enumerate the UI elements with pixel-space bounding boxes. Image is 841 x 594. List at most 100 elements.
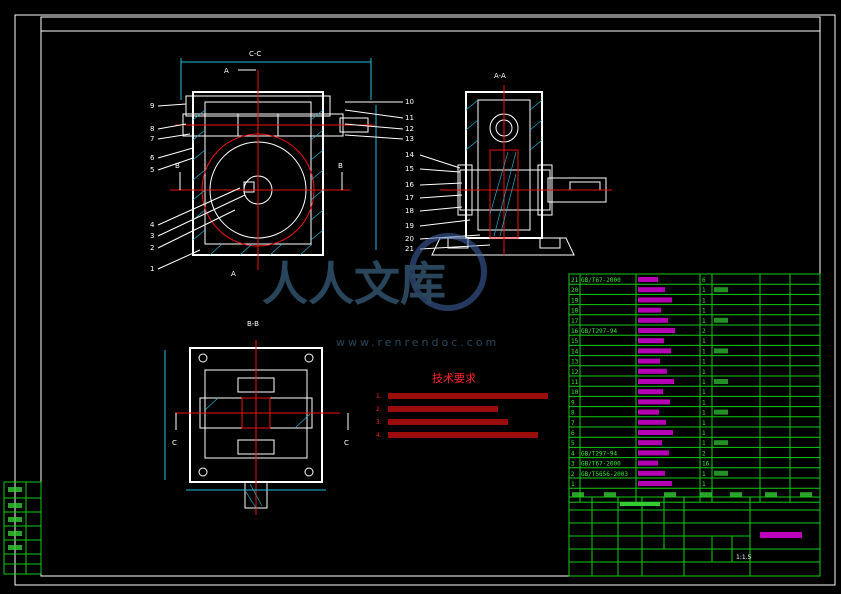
bom-row-qty: 1 — [702, 420, 706, 427]
part-num-13: 13 — [405, 135, 414, 143]
bom-header-glyphs — [572, 492, 584, 498]
part-num-20: 20 — [405, 235, 414, 243]
cut-b-right: B — [338, 162, 343, 170]
bom-row-qty: 1 — [702, 389, 706, 396]
bom-row-code: GB/T297-94 — [581, 450, 618, 457]
bom-row-qty: 1 — [702, 471, 706, 478]
bom-row-qty: 2 — [702, 328, 706, 335]
bom-name-glyphs — [638, 440, 662, 446]
part-num-8: 8 — [150, 125, 154, 133]
bom-row-no: 12 — [571, 369, 579, 376]
bom-name-glyphs — [638, 430, 673, 435]
bom-row-qty: 1 — [702, 348, 706, 355]
bom-name-glyphs — [638, 287, 665, 293]
side-stamp-block — [3, 481, 42, 575]
bom-row-no: 20 — [571, 287, 579, 294]
bom-name-glyphs — [638, 419, 666, 425]
bom-name-glyphs — [638, 460, 658, 466]
part-num-6: 6 — [150, 154, 155, 162]
bom-row-qty: 1 — [702, 308, 706, 315]
cut-a-top: A — [224, 67, 229, 75]
bom-name-glyphs — [638, 348, 671, 354]
bom-row-qty: 1 — [702, 410, 706, 417]
bom-name-glyphs — [638, 389, 663, 395]
view-bb: B-B C C — [164, 320, 349, 515]
bom-header-glyphs — [604, 492, 616, 498]
bom-row-qty: 6 — [702, 277, 706, 284]
bom-row-no: 17 — [571, 318, 579, 325]
bom-name-glyphs — [638, 297, 672, 303]
title-block: 1:1.5 — [568, 496, 821, 577]
part-num-3: 3 — [150, 232, 154, 240]
bom-name-glyphs — [638, 328, 675, 333]
watermark-text: 人人文库 — [262, 257, 446, 311]
bom-name-glyphs — [638, 307, 661, 313]
part-num-19: 19 — [405, 222, 414, 230]
bom-row-no: 16 — [571, 328, 579, 335]
bom-name-glyphs — [638, 368, 667, 374]
part-num-5: 5 — [150, 166, 154, 174]
bom-name-glyphs — [638, 277, 658, 282]
bom-row-code: GB/T297-94 — [581, 328, 618, 335]
cut-c-right: C — [344, 439, 349, 447]
bom-row-code: GB/T67-2000 — [581, 277, 621, 284]
watermark: 人人文库 www.renrendoc.com — [262, 233, 496, 349]
bom-material-glyphs — [714, 317, 728, 323]
bom-row-no: 1 — [571, 481, 575, 488]
bom-row-no: 2 — [571, 471, 575, 478]
bom-row-no: 7 — [571, 420, 575, 427]
bom-row-qty: 1 — [702, 297, 706, 304]
bom-row-no: 14 — [571, 348, 579, 355]
bom-name-glyphs — [638, 450, 669, 456]
part-num-21: 21 — [405, 245, 414, 253]
scale-value: 1:1.5 — [736, 554, 752, 561]
bom-row-qty: 1 — [702, 369, 706, 376]
tech-line-3: 3. — [376, 419, 382, 426]
bom-row-qty: 1 — [702, 338, 706, 345]
bom-name-glyphs — [638, 338, 664, 344]
bom-row-code: GB/T5656-2003 — [581, 471, 628, 478]
bom-header-glyphs — [730, 492, 742, 498]
bom-header-glyphs — [800, 492, 812, 498]
bom-material-glyphs — [714, 409, 728, 415]
part-num-18: 18 — [405, 207, 414, 215]
bom-header-glyphs — [664, 492, 676, 498]
part-num-12: 12 — [405, 125, 414, 133]
bom-row-no: 10 — [571, 389, 579, 396]
bom-name-glyphs — [638, 481, 672, 486]
view-aa-label: A-A — [494, 72, 506, 80]
cut-b-left: B — [175, 162, 180, 170]
bom-row-no: 6 — [571, 430, 575, 437]
bom-row-qty: 1 — [702, 399, 706, 406]
bom-row-no: 15 — [571, 338, 579, 345]
part-num-10: 10 — [405, 98, 414, 106]
bom-row-no: 13 — [571, 359, 579, 366]
part-num-9: 9 — [150, 102, 154, 110]
part-num-11: 11 — [405, 114, 414, 122]
tech-requirements: 技术要求 1. 2. 3. 4. — [376, 372, 548, 439]
tech-line-2: 2. — [376, 406, 382, 413]
bom-row-no: 5 — [571, 440, 575, 447]
bom-row-qty: 1 — [702, 379, 706, 386]
view-bb-label: B-B — [247, 320, 259, 328]
view-aa: A-A — [431, 72, 612, 256]
part-num-16: 16 — [405, 181, 414, 189]
view-cc: C-C A A — [150, 50, 377, 278]
bom-name-glyphs — [638, 358, 660, 364]
bom-header-glyphs — [700, 492, 712, 498]
part-num-17: 17 — [405, 194, 414, 202]
outer-border — [14, 14, 836, 586]
bom-material-glyphs — [714, 287, 728, 293]
bom-name-glyphs — [638, 379, 674, 384]
bom-row-qty: 2 — [702, 450, 706, 457]
bom-name-glyphs — [638, 399, 670, 405]
bom-material-glyphs — [714, 379, 728, 384]
tech-title: 技术要求 — [432, 372, 476, 385]
bom-row-code: GB/T67-2000 — [581, 461, 621, 468]
bom-row-qty: 1 — [702, 287, 706, 294]
bom-row-no: 11 — [571, 379, 579, 386]
bom-header-glyphs — [765, 492, 777, 498]
bom-name-glyphs — [638, 470, 665, 476]
